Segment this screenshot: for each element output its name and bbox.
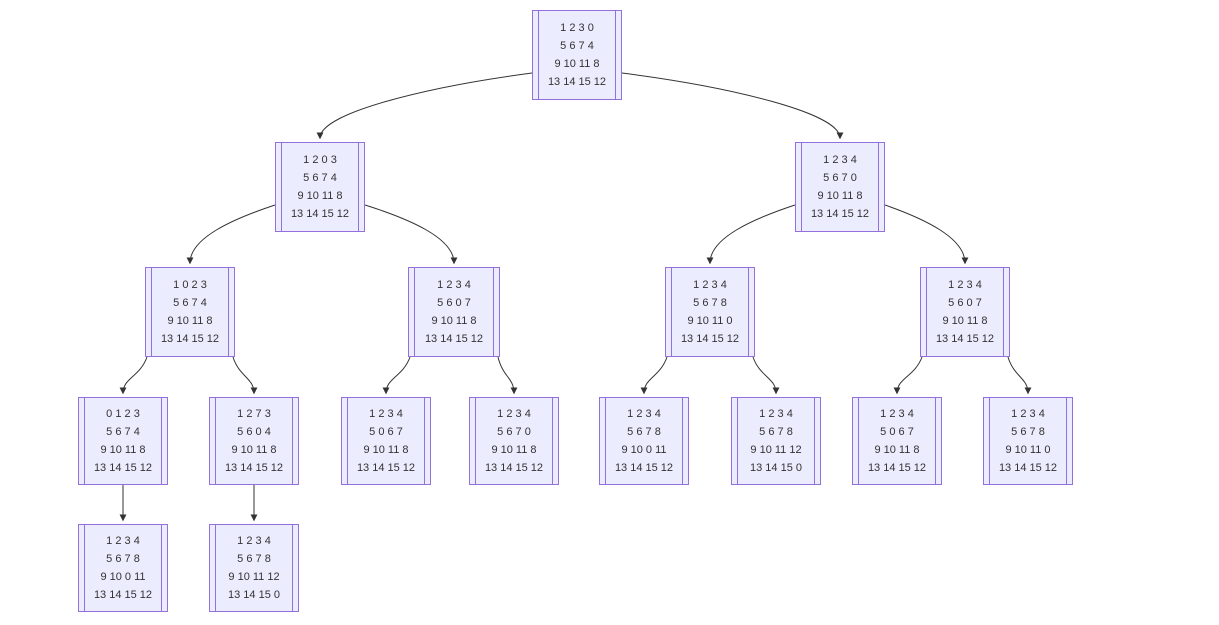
puzzle-row: 1 2 3 4 — [369, 408, 403, 420]
puzzle-row: 13 14 15 12 — [356, 462, 416, 474]
puzzle-row: 5 6 0 7 — [437, 297, 471, 309]
puzzle-row: 13 14 15 12 — [547, 76, 607, 88]
puzzle-row: 5 6 7 0 — [497, 426, 531, 438]
puzzle-row: 13 14 15 12 — [424, 333, 484, 345]
tree-edge-n6-n14 — [1007, 356, 1032, 395]
tree-edge-n6-n13 — [893, 356, 923, 395]
puzzle-row: 5 6 7 8 — [106, 553, 140, 565]
tree-node-n6: 1 2 3 4 5 6 0 7 9 10 11 8 13 14 15 12 — [920, 267, 1010, 357]
puzzle-row: 13 14 15 12 — [484, 462, 544, 474]
tree-edge-n5-n12 — [752, 356, 780, 395]
tree-edge-n1-n3 — [186, 204, 276, 265]
puzzle-row: 1 2 3 4 — [759, 408, 793, 420]
puzzle-row: 5 6 7 4 — [303, 172, 337, 184]
puzzle-row: 13 14 15 12 — [935, 333, 995, 345]
tree-edge-n2-n6 — [884, 204, 969, 265]
tree-edge-n4-n9 — [382, 356, 411, 395]
puzzle-row: 5 6 7 4 — [106, 426, 140, 438]
puzzle-row: 13 14 15 12 — [224, 462, 284, 474]
tree-edge-n2-n5 — [706, 204, 796, 265]
puzzle-row: 1 2 3 4 — [106, 535, 140, 547]
puzzle-row: 1 2 0 3 — [303, 154, 337, 166]
puzzle-row: 13 14 15 12 — [680, 333, 740, 345]
puzzle-row: 9 10 11 0 — [1005, 444, 1051, 456]
puzzle-row: 5 0 6 7 — [369, 426, 403, 438]
puzzle-row: 9 10 0 11 — [621, 444, 667, 456]
puzzle-row: 9 10 11 8 — [297, 190, 343, 202]
puzzle-row: 5 6 7 8 — [759, 426, 793, 438]
tree-edge-n3-n7 — [119, 356, 148, 395]
puzzle-row: 0 1 2 3 — [106, 408, 140, 420]
tree-node-n16: 1 2 3 4 5 6 7 8 9 10 11 12 13 14 15 0 — [209, 524, 299, 612]
puzzle-row: 9 10 11 12 — [228, 571, 280, 583]
puzzle-row: 5 6 0 7 — [948, 297, 982, 309]
puzzle-row: 13 14 15 12 — [93, 589, 153, 601]
tree-node-n14: 1 2 3 4 5 6 7 8 9 10 11 0 13 14 15 12 — [983, 397, 1073, 485]
tree-edge-n3-n8 — [232, 356, 258, 395]
puzzle-row: 9 10 11 8 — [167, 315, 213, 327]
tree-node-n12: 1 2 3 4 5 6 7 8 9 10 11 12 13 14 15 0 — [731, 397, 821, 485]
puzzle-row: 13 14 15 12 — [160, 333, 220, 345]
puzzle-row: 13 14 15 12 — [93, 462, 153, 474]
puzzle-row: 9 10 11 8 — [363, 444, 409, 456]
puzzle-row: 5 6 7 8 — [693, 297, 727, 309]
tree-node-n10: 1 2 3 4 5 6 7 0 9 10 11 8 13 14 15 12 — [469, 397, 559, 485]
puzzle-row: 9 10 11 12 — [750, 444, 802, 456]
tree-edge-n1-n4 — [364, 204, 458, 265]
puzzle-row: 5 6 7 4 — [173, 297, 207, 309]
puzzle-row: 9 10 11 8 — [431, 315, 477, 327]
puzzle-row: 13 14 15 0 — [750, 462, 802, 474]
puzzle-row: 5 6 0 4 — [237, 426, 271, 438]
puzzle-row: 13 14 15 12 — [290, 208, 350, 220]
puzzle-row: 1 0 2 3 — [173, 279, 207, 291]
puzzle-row: 1 2 3 4 — [1011, 408, 1045, 420]
puzzle-row: 9 10 0 11 — [100, 571, 146, 583]
tree-edge-n0-n2 — [621, 72, 844, 140]
puzzle-row: 5 6 7 8 — [1011, 426, 1045, 438]
tree-node-n1: 1 2 0 3 5 6 7 4 9 10 11 8 13 14 15 12 — [275, 142, 365, 232]
puzzle-row: 9 10 11 8 — [231, 444, 277, 456]
tree-node-n4: 1 2 3 4 5 6 0 7 9 10 11 8 13 14 15 12 — [408, 267, 500, 357]
tree-edge-n5-n11 — [640, 356, 668, 395]
tree-node-n9: 1 2 3 4 5 0 6 7 9 10 11 8 13 14 15 12 — [341, 397, 431, 485]
puzzle-row: 5 6 7 8 — [237, 553, 271, 565]
tree-node-n8: 1 2 7 3 5 6 0 4 9 10 11 8 13 14 15 12 — [209, 397, 299, 485]
puzzle-row: 9 10 11 8 — [874, 444, 920, 456]
puzzle-row: 1 2 3 4 — [237, 535, 271, 547]
puzzle-row: 1 2 7 3 — [237, 408, 271, 420]
puzzle-row: 9 10 11 8 — [554, 58, 600, 70]
puzzle-row: 13 14 15 12 — [614, 462, 674, 474]
puzzle-row: 1 2 3 4 — [948, 279, 982, 291]
puzzle-row: 13 14 15 0 — [228, 589, 280, 601]
puzzle-row: 1 2 3 0 — [560, 22, 594, 34]
puzzle-row: 5 0 6 7 — [880, 426, 914, 438]
puzzle-row: 5 6 7 0 — [823, 172, 857, 184]
tree-edge-n0-n1 — [316, 72, 533, 140]
tree-node-n15: 1 2 3 4 5 6 7 8 9 10 0 11 13 14 15 12 — [78, 524, 168, 612]
puzzle-row: 13 14 15 12 — [867, 462, 927, 474]
puzzle-row: 1 2 3 4 — [693, 279, 727, 291]
puzzle-row: 1 2 3 4 — [437, 279, 471, 291]
puzzle-row: 1 2 3 4 — [497, 408, 531, 420]
puzzle-row: 9 10 11 8 — [100, 444, 146, 456]
puzzle-row: 9 10 11 8 — [817, 190, 863, 202]
tree-node-n5: 1 2 3 4 5 6 7 8 9 10 11 0 13 14 15 12 — [665, 267, 755, 357]
puzzle-row: 13 14 15 12 — [810, 208, 870, 220]
tree-edge-n4-n10 — [497, 356, 518, 395]
puzzle-row: 1 2 3 4 — [880, 408, 914, 420]
puzzle-row: 9 10 11 0 — [687, 315, 733, 327]
puzzle-row: 5 6 7 8 — [627, 426, 661, 438]
puzzle-row: 1 2 3 4 — [823, 154, 857, 166]
puzzle-row: 1 2 3 4 — [627, 408, 661, 420]
tree-node-n11: 1 2 3 4 5 6 7 8 9 10 0 11 13 14 15 12 — [599, 397, 689, 485]
puzzle-row: 9 10 11 8 — [942, 315, 988, 327]
tree-node-n2: 1 2 3 4 5 6 7 0 9 10 11 8 13 14 15 12 — [795, 142, 885, 232]
tree-node-n3: 1 0 2 3 5 6 7 4 9 10 11 8 13 14 15 12 — [145, 267, 235, 357]
puzzle-row: 9 10 11 8 — [491, 444, 537, 456]
puzzle-row: 5 6 7 4 — [560, 40, 594, 52]
tree-node-n7: 0 1 2 3 5 6 7 4 9 10 11 8 13 14 15 12 — [78, 397, 168, 485]
tree-node-n13: 1 2 3 4 5 0 6 7 9 10 11 8 13 14 15 12 — [852, 397, 942, 485]
tree-node-n0: 1 2 3 0 5 6 7 4 9 10 11 8 13 14 15 12 — [532, 10, 622, 100]
puzzle-row: 13 14 15 12 — [998, 462, 1058, 474]
